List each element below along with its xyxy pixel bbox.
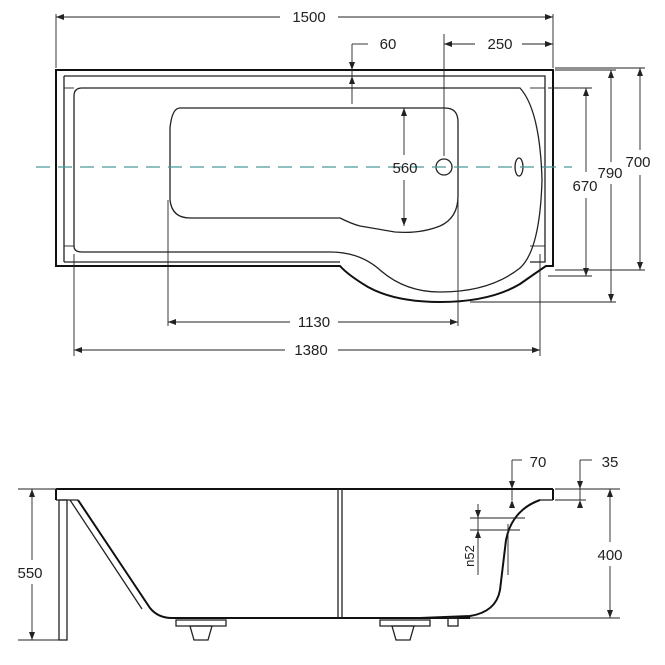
dimension-670: 670 bbox=[548, 87, 598, 277]
dimension-1130: 1130 bbox=[167, 200, 459, 331]
dimension-560: 560 bbox=[392, 108, 418, 226]
dim-670-label: 670 bbox=[572, 178, 597, 195]
dim-790-label: 790 bbox=[597, 165, 622, 182]
dim-700-label: 700 bbox=[625, 154, 650, 171]
side-view: n52 70 35 400 bbox=[17, 454, 623, 641]
top-view: 1500 bbox=[36, 9, 651, 359]
side-tub-outline bbox=[55, 488, 554, 641]
dimension-400: 400 bbox=[470, 488, 623, 619]
dimension-n52: n52 bbox=[462, 504, 525, 575]
dim-1130-label: 1130 bbox=[298, 314, 330, 331]
dim-1380-label: 1380 bbox=[294, 342, 327, 359]
dim-250-label: 250 bbox=[487, 36, 512, 53]
dimension-35: 35 bbox=[555, 454, 618, 508]
dim-35-label: 35 bbox=[602, 454, 619, 471]
tub-outline bbox=[55, 69, 554, 304]
dimension-60: 60 bbox=[349, 36, 396, 104]
dimension-700: 700 bbox=[555, 67, 651, 271]
dim-n52-label: n52 bbox=[462, 545, 477, 567]
dim-1500-label: 1500 bbox=[292, 9, 325, 26]
dimension-1500: 1500 bbox=[55, 9, 554, 68]
dimension-550: 550 bbox=[17, 488, 60, 641]
dim-400-label: 400 bbox=[597, 547, 622, 564]
dim-70-label: 70 bbox=[530, 454, 547, 471]
dimension-790: 790 bbox=[470, 69, 623, 303]
dim-60-label: 60 bbox=[380, 36, 397, 53]
dim-560-label: 560 bbox=[392, 160, 417, 177]
dimension-250: 250 bbox=[443, 34, 553, 156]
dimension-70: 70 bbox=[509, 454, 546, 508]
dim-550-label: 550 bbox=[17, 565, 42, 582]
dimension-1380: 1380 bbox=[73, 254, 541, 359]
